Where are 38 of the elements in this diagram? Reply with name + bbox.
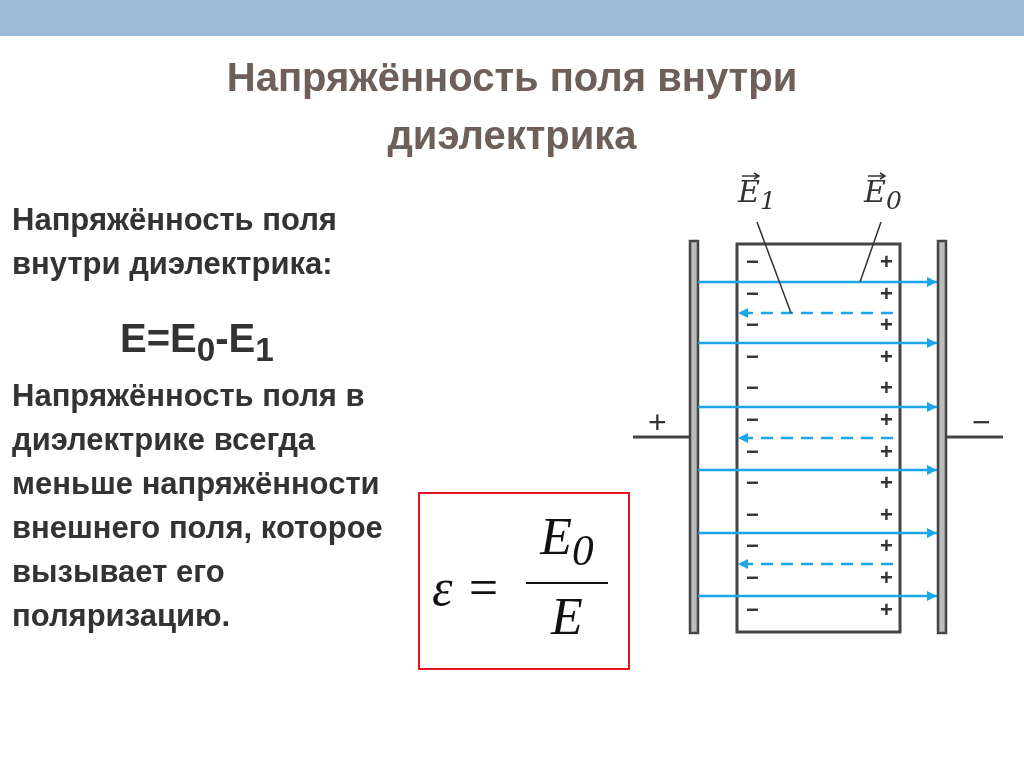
leader-line (859, 221, 882, 283)
dashed-field-arrow (738, 308, 893, 318)
formula-text: ε = (432, 560, 501, 616)
charge-sign: + (880, 535, 893, 558)
charge-sign: + (880, 314, 893, 337)
formula-text: E=E$_{0}$-E$_{1}$ (120, 315, 274, 370)
charge-sign: − (746, 535, 759, 558)
charge-sign: − (746, 282, 759, 305)
charge-sign: + (880, 251, 893, 273)
denominator: E (549, 587, 584, 647)
charge-sign: + (880, 440, 893, 463)
charge-sign: + (880, 345, 893, 368)
terminal-sign: − (972, 406, 991, 438)
slide-title: Напряжённость поля внутри диэлектрика (225, 54, 799, 159)
field-arrow (698, 277, 937, 287)
charge-sign: + (880, 409, 893, 431)
charge-sign: − (746, 598, 759, 621)
charge-sign: − (746, 345, 759, 368)
charge-sign: − (746, 472, 759, 495)
description-text: Напряжённость поля внутри диэлектрика: (12, 201, 338, 283)
charge-sign: − (746, 409, 759, 431)
charge-sign: + (880, 598, 893, 621)
leader-line (756, 221, 792, 314)
charge-sign: + (880, 282, 893, 305)
charge-sign: − (746, 567, 759, 589)
charge-sign: − (746, 440, 759, 463)
terminal-sign: + (648, 406, 667, 438)
charge-sign: + (880, 503, 893, 526)
charge-sign: − (746, 503, 759, 526)
description-text: Напряжённость поля в диэлектрике всегда меньше напряжённости внешнего поля, которое вызывает его поляризацию. (12, 377, 384, 635)
formula-box (418, 492, 630, 670)
numerator: E$_{0}$ (538, 507, 595, 577)
charge-sign: − (746, 377, 759, 400)
charge-sign: + (880, 567, 893, 589)
charge-sign: + (880, 377, 893, 400)
charge-sign: + (880, 472, 893, 495)
charge-sign: − (746, 251, 759, 273)
charge-sign: − (746, 314, 759, 337)
